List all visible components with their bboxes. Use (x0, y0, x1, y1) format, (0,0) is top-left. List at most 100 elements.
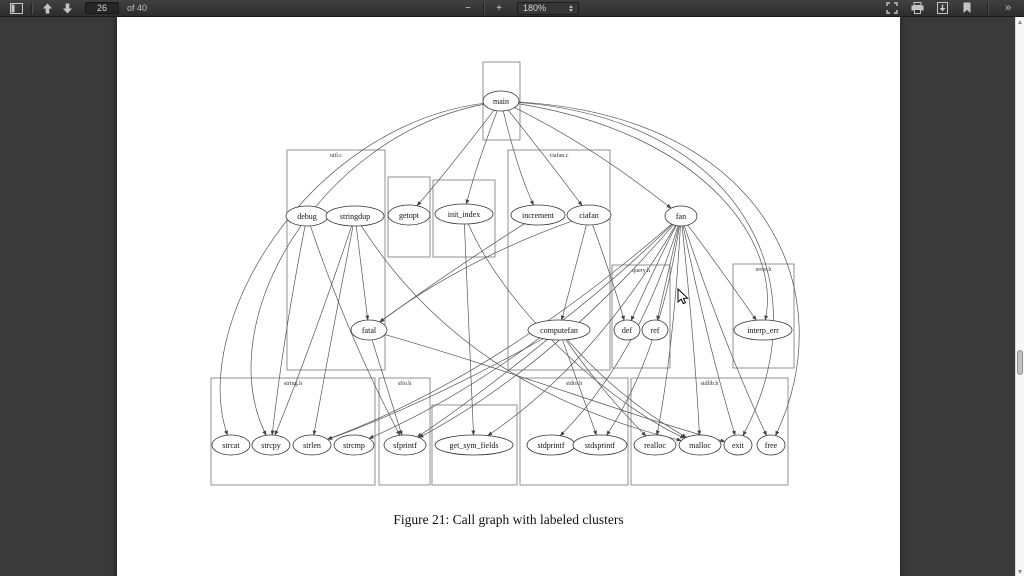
edge-main-exit (518, 102, 774, 437)
cluster-label-string-h: string.h (284, 381, 302, 387)
node-stdprintf: stdprintf (526, 434, 576, 456)
edge-computefan-strlen (327, 338, 544, 440)
edge-fan-interp_err (687, 224, 757, 321)
node-interp_err: interp_err (733, 319, 793, 341)
edge-fatal-exit (384, 334, 726, 443)
node-label-strlen: strlen (303, 441, 321, 450)
node-ellipse-stdsprintf (572, 434, 628, 456)
edge-computefan-sfprintf (416, 339, 548, 438)
cluster-label-sfio-h: sfio.h (398, 380, 412, 387)
sidebar-toggle-button[interactable] (8, 1, 24, 15)
edge-ciafan-fatal (379, 220, 572, 323)
node-ellipse-strlen (292, 434, 332, 456)
edge-fatal-sfprintf (371, 339, 403, 436)
download-icon (936, 2, 948, 14)
node-stringdup: stringdup (325, 205, 385, 227)
edge-fan-strlen (327, 223, 672, 440)
more-tools-button[interactable]: » (1000, 1, 1016, 15)
node-ellipse-free (756, 434, 786, 456)
presentation-mode-button[interactable] (884, 1, 900, 15)
edge-main-strcat (219, 102, 484, 436)
print-icon (911, 2, 923, 14)
node-debug: debug (285, 205, 329, 227)
node-ellipse-sfprintf (383, 434, 427, 456)
edge-computefan-stdsprintf (562, 339, 597, 436)
node-label-main: main (493, 97, 509, 106)
node-ellipse-exit (723, 434, 753, 456)
node-label-getopt: getopt (399, 211, 420, 220)
cluster-label-util-c: util.c (330, 153, 343, 159)
node-label-interp_err: interp_err (747, 326, 779, 335)
edge-fan-realloc (655, 225, 681, 436)
zoom-level-select[interactable]: 180% (517, 1, 579, 15)
bookmark-icon (963, 2, 971, 13)
node-ellipse-computefan (527, 319, 591, 341)
scroll-down-arrow-icon[interactable] (1016, 567, 1024, 576)
node-init_index: init_index (434, 203, 494, 225)
node-getopt: getopt (387, 204, 431, 226)
scroll-up-arrow-icon[interactable] (1016, 17, 1024, 26)
print-button[interactable] (909, 1, 925, 15)
cluster-string-h (210, 377, 376, 486)
node-ellipse-strcpy (251, 434, 291, 456)
node-malloc: malloc (678, 434, 722, 456)
edge-fan-ref (656, 225, 680, 321)
edge-increment-fatal (379, 223, 525, 323)
bookmark-button[interactable] (959, 1, 975, 15)
node-get_sym_fields: get_sym_fields (434, 434, 514, 456)
next-page-button[interactable] (59, 1, 75, 15)
vertical-scrollbar[interactable] (1015, 17, 1024, 576)
node-label-increment: increment (522, 211, 555, 220)
cluster-query-h (611, 264, 671, 369)
cluster-stdio-h (519, 377, 629, 486)
zoom-in-icon: + (496, 2, 502, 14)
cluster-label-stdlib-h: stdlib.h (701, 381, 719, 387)
page-count-label: of 40 (127, 3, 148, 13)
edge-main-free (518, 101, 800, 436)
node-ellipse-realloc (633, 434, 677, 456)
download-button[interactable] (934, 1, 950, 15)
node-def: def (613, 319, 641, 341)
zoom-in-button[interactable]: + (491, 1, 507, 15)
page-number-input[interactable] (85, 2, 119, 14)
edge-stringdup-malloc (360, 225, 682, 442)
cluster-init-index-box (432, 179, 496, 258)
edges (219, 101, 800, 443)
cluster-stdlib-h (630, 377, 789, 486)
node-strcmp: strcmp (333, 434, 375, 456)
scrollbar-thumb[interactable] (1017, 350, 1023, 375)
cluster-label-query-h: query.h (632, 268, 650, 274)
chevron-up-down-icon (569, 4, 573, 12)
node-label-fatal: fatal (362, 326, 377, 335)
node-ellipse-getopt (387, 204, 431, 226)
node-sfprintf: sfprintf (383, 434, 427, 456)
edge-debug-sfprintf (310, 225, 401, 436)
node-realloc: realloc (633, 434, 677, 456)
edge-main-fan (514, 107, 672, 209)
more-tools-chevrons: » (1004, 2, 1012, 14)
toolbar-right-group: » (884, 1, 1016, 15)
toolbar-separator (987, 2, 988, 14)
zoom-out-button[interactable]: − (460, 1, 476, 15)
previous-page-button[interactable] (39, 1, 55, 15)
node-ellipse-strcat (211, 434, 251, 456)
node-ellipse-get_sym_fields (434, 434, 514, 456)
toolbar-zoom-group: − + 180% (460, 1, 579, 15)
node-label-stdsprintf: stdsprintf (585, 441, 616, 450)
edge-computefan-realloc (565, 339, 647, 437)
edge-fan-stdprintf (559, 225, 679, 437)
node-ellipse-fan (664, 205, 698, 227)
node-label-strcpy: strcpy (261, 441, 281, 450)
node-label-fan: fan (676, 212, 686, 221)
node-exit: exit (723, 434, 753, 456)
zoom-out-icon: − (465, 2, 471, 14)
node-computefan: computefan (527, 319, 591, 341)
edge-init_index-malloc (467, 223, 686, 439)
edge-main-getopt (416, 109, 495, 207)
cluster-label-stdio-h: stdio.h (566, 381, 582, 387)
node-label-sfprintf: sfprintf (393, 441, 417, 450)
cluster-error-h (732, 263, 795, 369)
node-label-malloc: malloc (689, 441, 711, 450)
